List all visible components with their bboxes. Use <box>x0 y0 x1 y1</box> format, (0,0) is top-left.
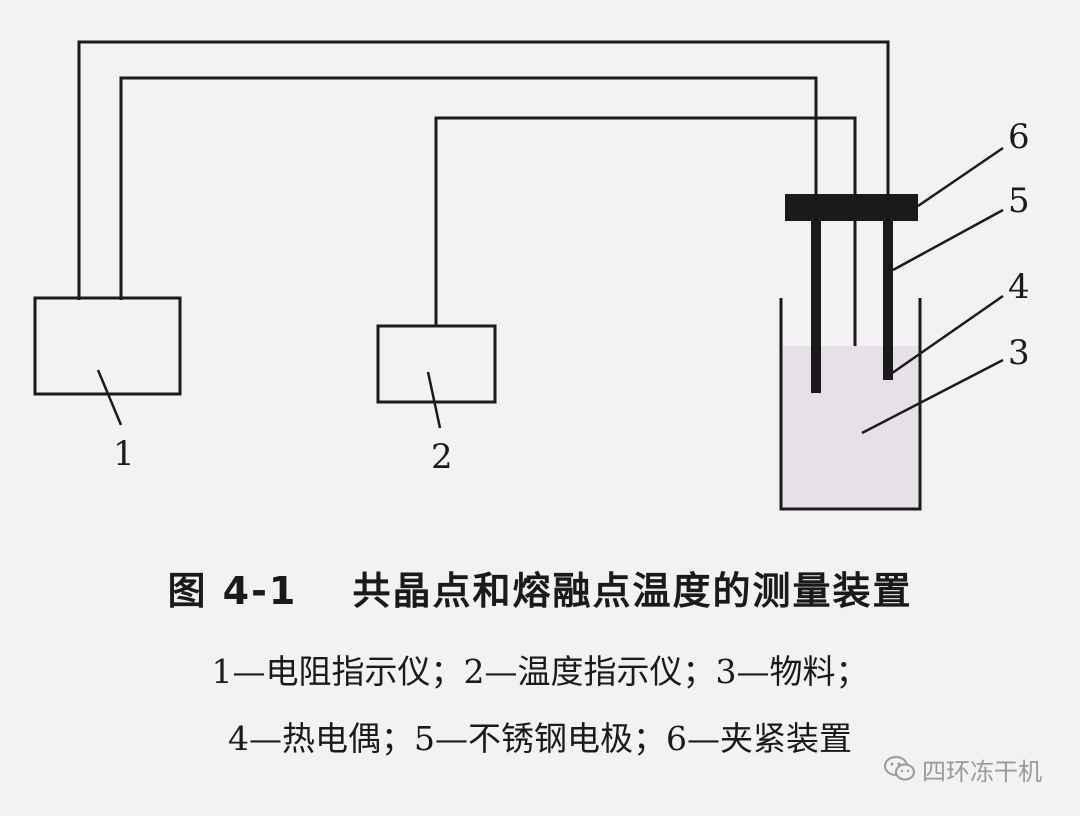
callout-3: 3 <box>1008 333 1030 373</box>
leader-1 <box>96 369 123 426</box>
clamp-device <box>785 194 918 221</box>
material-fill <box>781 346 920 509</box>
callout-2: 2 <box>431 437 453 477</box>
resistance-meter-box <box>33 296 182 396</box>
callout-4: 4 <box>1008 267 1030 307</box>
wire-inner <box>119 76 818 300</box>
legend-line-2: 4—热电偶；5—不锈钢电极；6—夹紧装置 <box>228 719 852 758</box>
electrode-right <box>883 218 893 380</box>
electrode-left <box>811 218 821 393</box>
figure-title: 图 4-1 共晶点和熔融点温度的测量装置 <box>167 569 913 613</box>
leader-5 <box>892 208 1004 272</box>
legend-line-1: 1—电阻指示仪；2—温度指示仪；3—物料； <box>211 652 869 691</box>
diagram-canvas: 1 2 3 4 5 6 <box>33 40 1030 511</box>
watermark-text: 四环冻干机 <box>922 757 1042 786</box>
watermark: 四环冻干机 <box>884 752 1042 786</box>
wire-outer <box>77 40 890 300</box>
leader-4 <box>884 294 1004 380</box>
wire-thermocouple <box>434 116 857 378</box>
temperature-meter-box <box>376 324 497 404</box>
leader-3 <box>861 358 1004 435</box>
callout-6: 6 <box>1008 117 1030 157</box>
wechat-icon <box>884 756 915 781</box>
leader-2 <box>426 371 442 429</box>
callout-5: 5 <box>1008 181 1030 221</box>
leader-6 <box>917 146 1004 208</box>
callout-1: 1 <box>113 434 135 474</box>
